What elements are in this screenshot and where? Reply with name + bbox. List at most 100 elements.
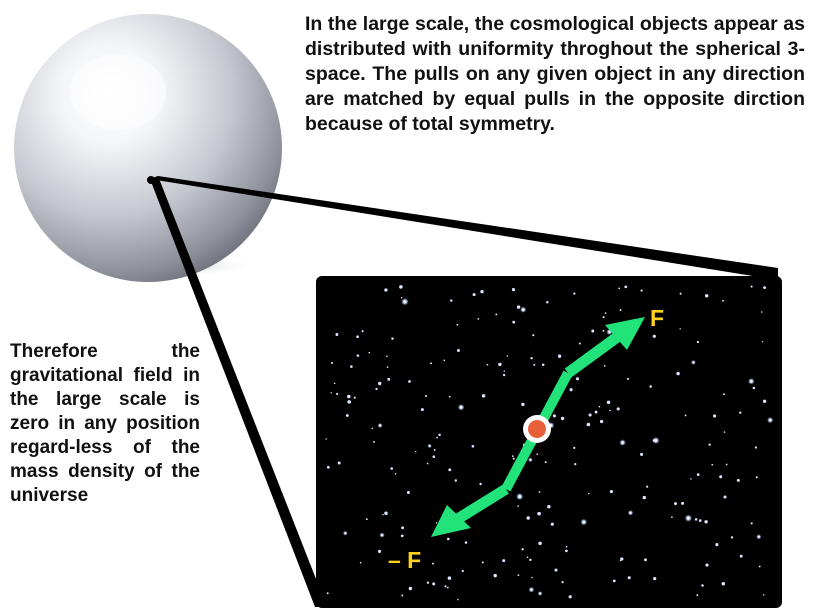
star [561, 581, 564, 584]
star [750, 285, 753, 288]
star [609, 490, 613, 494]
star [701, 584, 704, 587]
star [384, 288, 388, 292]
star [461, 569, 464, 573]
sphere-icon [14, 14, 282, 282]
star [736, 478, 740, 482]
star [447, 576, 452, 580]
star [754, 446, 758, 449]
star [750, 522, 753, 525]
star [378, 381, 382, 386]
star [426, 462, 429, 465]
star [569, 388, 573, 392]
star [598, 405, 601, 408]
star [477, 318, 480, 320]
star [414, 450, 417, 453]
star [594, 410, 598, 414]
star [457, 403, 465, 411]
star [565, 549, 568, 553]
star [356, 335, 359, 339]
star [762, 399, 767, 403]
star [400, 534, 404, 538]
star [550, 522, 554, 526]
star [719, 475, 723, 479]
star [578, 342, 581, 345]
star [690, 359, 696, 365]
star [529, 558, 532, 562]
star [761, 341, 764, 343]
star [401, 594, 404, 597]
force-label-positive: F [650, 305, 664, 331]
star [399, 285, 403, 289]
star [373, 440, 375, 443]
star [723, 393, 725, 396]
star [506, 355, 509, 357]
star [337, 461, 341, 465]
star [390, 467, 394, 470]
star [400, 296, 403, 299]
star [512, 320, 516, 324]
star [443, 359, 446, 362]
star [479, 482, 482, 486]
star [730, 536, 734, 539]
star [568, 595, 572, 599]
star [725, 463, 728, 466]
star [325, 438, 327, 440]
star [391, 337, 394, 340]
star [511, 455, 514, 457]
star [618, 287, 621, 290]
star [371, 427, 374, 430]
star [624, 285, 628, 289]
star [456, 323, 459, 326]
star [427, 443, 432, 449]
star [565, 545, 568, 548]
star [609, 409, 611, 412]
star [457, 598, 459, 601]
star [359, 561, 362, 564]
star [599, 419, 604, 424]
star [619, 559, 622, 562]
star [674, 502, 677, 506]
star [386, 355, 388, 358]
star [333, 382, 336, 385]
star [526, 516, 530, 520]
star [748, 378, 755, 385]
star [406, 490, 410, 495]
star [528, 586, 535, 593]
star [401, 297, 409, 306]
star [694, 518, 698, 521]
star [517, 574, 520, 576]
star [616, 407, 620, 411]
star [538, 541, 542, 546]
star [454, 479, 458, 482]
star [758, 565, 761, 568]
star [350, 365, 353, 368]
star [627, 576, 631, 580]
star [536, 453, 538, 456]
star [587, 492, 590, 495]
star [430, 362, 433, 365]
star [679, 328, 681, 330]
star [752, 386, 756, 390]
star [619, 439, 626, 446]
star [537, 511, 541, 516]
star [619, 309, 622, 311]
star [574, 462, 577, 466]
star [330, 392, 332, 394]
star [481, 394, 486, 398]
star [533, 363, 536, 366]
star [408, 586, 413, 591]
star [573, 292, 576, 295]
star [640, 452, 644, 456]
star [342, 530, 348, 536]
star [739, 554, 743, 558]
star [448, 395, 451, 398]
star [603, 365, 606, 367]
arrowhead-negative [431, 505, 471, 537]
star [684, 514, 693, 522]
star [426, 581, 430, 584]
star [640, 289, 643, 292]
star [602, 329, 605, 332]
star [347, 394, 351, 399]
star [760, 311, 763, 313]
